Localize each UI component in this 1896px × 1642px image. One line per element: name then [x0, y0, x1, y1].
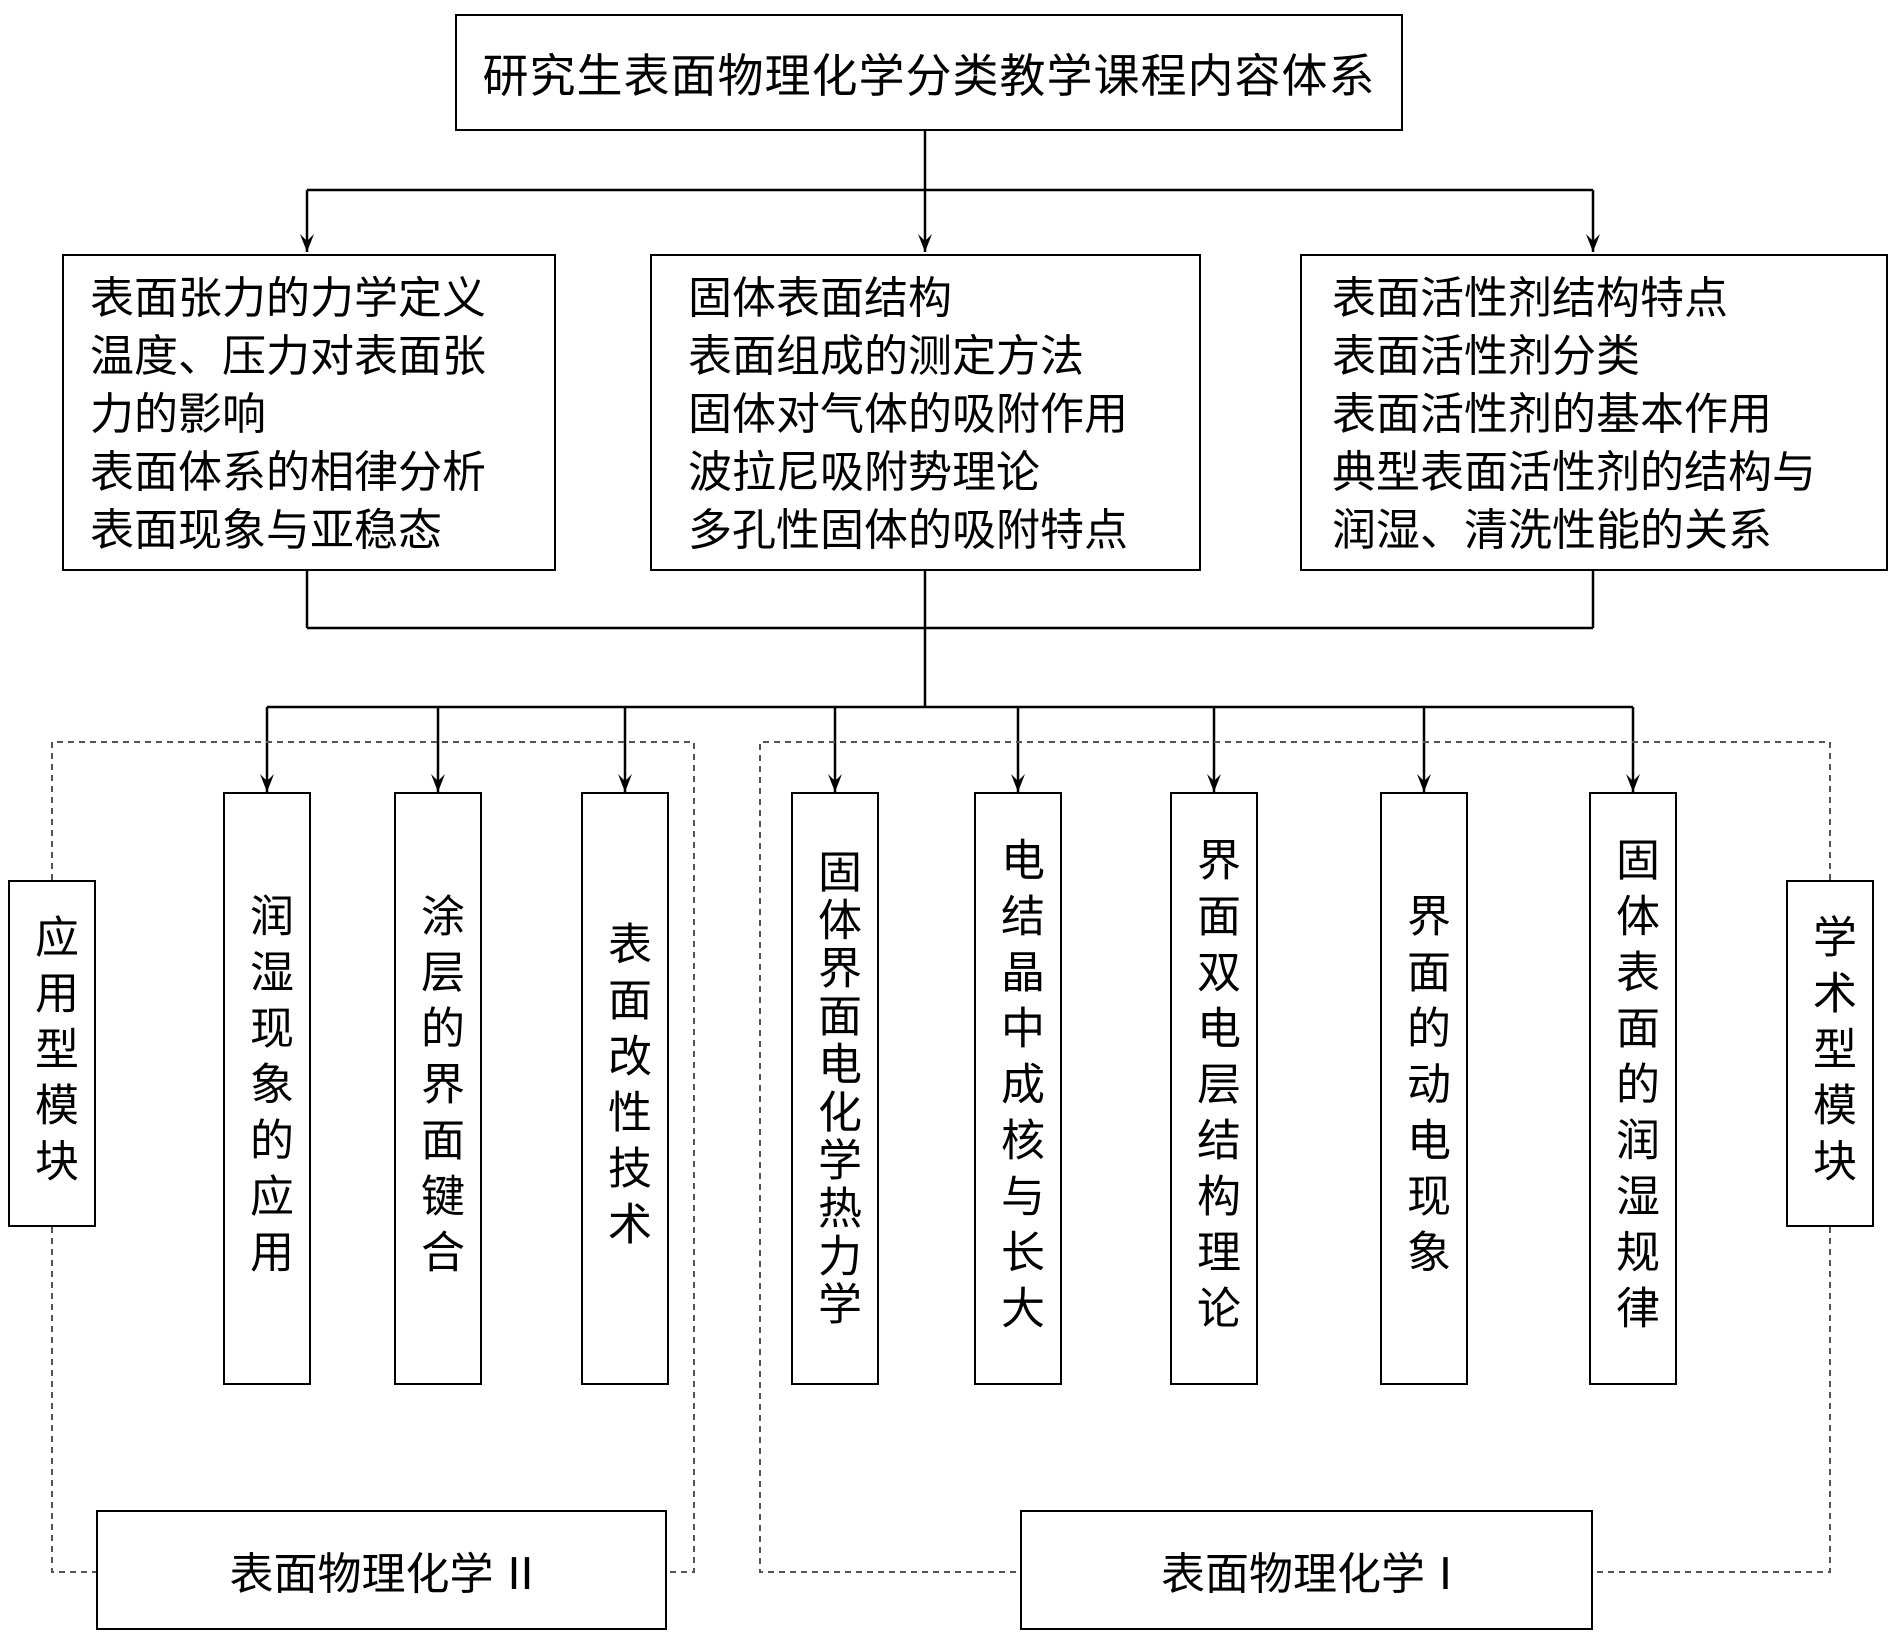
topic-line: 固体对气体的吸附作用: [688, 389, 1128, 440]
applied-topic-box: 涂层的界面键合: [394, 792, 482, 1385]
topic-line: 润湿、清洗性能的关系: [1332, 505, 1772, 556]
topic-line: 表面体系的相律分析: [90, 447, 486, 498]
applied-topic-box: 润湿现象的应用: [223, 792, 311, 1385]
academic-module-label-box: 学术型模块: [1786, 880, 1874, 1227]
topic-line: 波拉尼吸附势理论: [688, 447, 1040, 498]
applied-module-label-box: 应用型模块: [8, 880, 96, 1227]
topic-line: 典型表面活性剂的结构与: [1332, 447, 1816, 498]
topic-line: 多孔性固体的吸附特点: [688, 505, 1128, 556]
topic-line: 力的影响: [90, 389, 266, 440]
academic-topic-box: 界面的动电现象: [1380, 792, 1468, 1385]
academic-topic-label: 界面的动电现象: [1399, 892, 1450, 1285]
applied-module-label: 应用型模块: [27, 913, 78, 1194]
applied-topic-label: 涂层的界面键合: [413, 892, 464, 1285]
academic-topic-box: 固体表面的润湿规律: [1589, 792, 1677, 1385]
course-ii-label: 表面物理化学 II: [229, 1549, 534, 1600]
academic-module-label: 学术型模块: [1805, 913, 1856, 1194]
course-i-box: 表面物理化学 I: [1020, 1510, 1593, 1630]
applied-topic-label: 润湿现象的应用: [242, 892, 293, 1285]
diagram-title: 研究生表面物理化学分类教学课程内容体系: [482, 48, 1376, 103]
topic-line: 表面活性剂分类: [1332, 331, 1640, 382]
topic-line: 表面活性剂结构特点: [1332, 273, 1728, 324]
topic-line: 表面现象与亚稳态: [90, 505, 442, 556]
topic-line: 表面活性剂的基本作用: [1332, 389, 1772, 440]
topic-line: 固体表面结构: [688, 273, 952, 324]
course-ii-box: 表面物理化学 II: [96, 1510, 667, 1630]
academic-topic-label: 固体表面的润湿规律: [1608, 836, 1659, 1341]
topic-box-surfactant: 表面活性剂结构特点 表面活性剂分类 表面活性剂的基本作用 典型表面活性剂的结构与…: [1300, 254, 1888, 571]
applied-topic-label: 表面改性技术: [600, 920, 651, 1257]
applied-module-outline: [51, 741, 695, 1573]
topic-box-solid-surface: 固体表面结构 表面组成的测定方法 固体对气体的吸附作用 波拉尼吸附势理论 多孔性…: [650, 254, 1201, 571]
course-i-label: 表面物理化学 I: [1161, 1549, 1452, 1600]
topic-box-surface-tension: 表面张力的力学定义 温度、压力对表面张 力的影响 表面体系的相律分析 表面现象与…: [62, 254, 556, 571]
academic-module-outline: [759, 741, 1831, 1573]
title-box: 研究生表面物理化学分类教学课程内容体系: [455, 14, 1403, 131]
academic-topic-box: 固体界面电化学热力学: [791, 792, 879, 1385]
topic-line: 表面组成的测定方法: [688, 331, 1084, 382]
academic-topic-label: 固体界面电化学热力学: [810, 848, 861, 1329]
academic-topic-label: 电结晶中成核与长大: [993, 836, 1044, 1341]
academic-topic-box: 界面双电层结构理论: [1170, 792, 1258, 1385]
applied-topic-box: 表面改性技术: [581, 792, 669, 1385]
topic-line: 表面张力的力学定义: [90, 273, 486, 324]
academic-topic-box: 电结晶中成核与长大: [974, 792, 1062, 1385]
topic-line: 温度、压力对表面张: [90, 331, 486, 382]
academic-topic-label: 界面双电层结构理论: [1189, 836, 1240, 1341]
